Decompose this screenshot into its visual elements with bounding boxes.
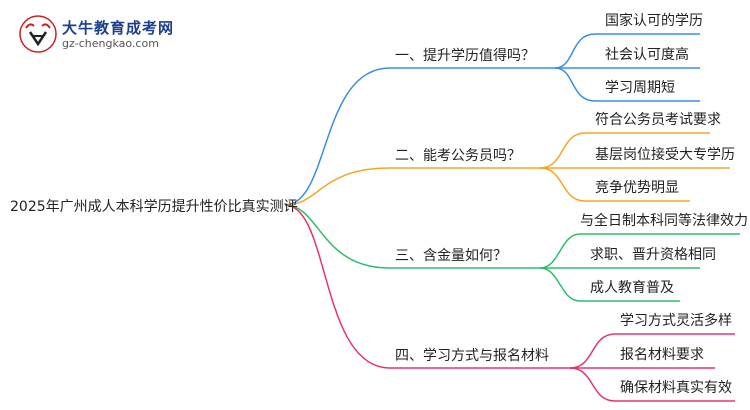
branch-3-label: 三、含金量如何？	[395, 248, 507, 264]
link-root-branch-4	[284, 204, 570, 369]
logo-name: 大牛教育成考网	[62, 19, 175, 37]
link-branch-3-leaf-3	[539, 267, 680, 302]
branch-3-leaf-2: 求职、晋升资格相同	[590, 247, 716, 263]
link-branch-4-leaf-3	[569, 367, 735, 402]
branch-2-leaf-1: 符合公务员考试要求	[595, 112, 721, 128]
link-branch-3-leaf-1	[539, 233, 740, 269]
branch-4-label: 四、学习方式与报名材料	[395, 348, 549, 364]
branch-2-leaf-2: 基层岗位接受大专学历	[595, 147, 735, 163]
logo-url: gz-chengkao.com	[62, 37, 159, 50]
bull-logo-icon	[19, 15, 57, 53]
link-branch-1-leaf-1	[554, 33, 700, 69]
branch-4-leaf-1: 学习方式灵活多样	[620, 313, 732, 329]
link-root-branch-3	[284, 204, 540, 269]
branch-3-leaf-3: 成人教育普及	[590, 280, 674, 296]
link-branch-4-leaf-1	[569, 333, 735, 369]
root-node: 2025年广州成人本科学历提升性价比真实测评	[10, 199, 298, 215]
branch-2-leaf-3: 竞争优势明显	[595, 180, 679, 196]
link-branch-2-leaf-1	[539, 132, 710, 169]
link-root-branch-2	[284, 167, 540, 206]
branch-4-leaf-2: 报名材料要求	[620, 347, 704, 363]
link-branch-2-leaf-3	[539, 167, 690, 202]
link-branch-1-leaf-3	[554, 67, 700, 102]
branch-1-label: 一、提升学历值得吗？	[395, 48, 535, 64]
branch-1-leaf-3: 学习周期短	[605, 80, 675, 96]
link-root-branch-1	[284, 67, 555, 206]
site-logo[interactable]: 大牛教育成考网 gz-chengkao.com	[14, 12, 174, 56]
branch-1-leaf-2: 社会认可度高	[605, 47, 689, 63]
branch-4-leaf-3: 确保材料真实有效	[620, 380, 732, 396]
branch-1-leaf-1: 国家认可的学历	[605, 13, 703, 29]
branch-3-leaf-1: 与全日制本科同等法律效力	[580, 213, 748, 229]
branch-2-label: 二、能考公务员吗？	[395, 148, 521, 164]
